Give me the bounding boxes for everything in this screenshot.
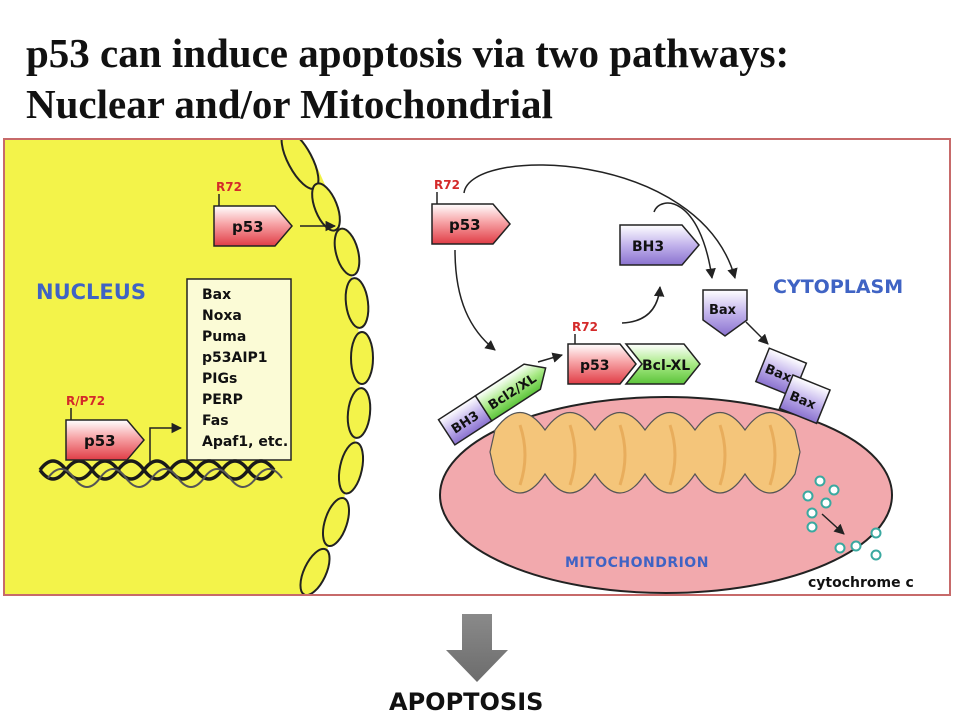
p53-to-bcl2-arrow: [454, 249, 496, 351]
nucleus-label: NUCLEUS: [36, 280, 146, 304]
nucleus: [4, 139, 360, 595]
bh3-label: BH3: [632, 239, 664, 255]
nuclear-envelope: [280, 139, 374, 595]
bax-to-dimer-arrow: [745, 321, 769, 345]
cytoplasmic-p53: R72 p53: [431, 178, 511, 245]
cyto-p53-label: p53: [449, 216, 481, 234]
mito-p53-variant: R72: [572, 320, 598, 334]
complex-to-p53-arrow: [537, 352, 564, 363]
apoptosis-arrow: [446, 614, 508, 682]
title-line-2: Nuclear and/or Mitochondrial: [26, 81, 553, 127]
bax-monomer: Bax: [702, 289, 748, 337]
slide-title: p53 can induce apoptosis via two pathway…: [26, 28, 946, 130]
mitochondrion-label: MITOCHONDRION: [565, 555, 709, 571]
nuclear-p53: R72 p53: [213, 180, 293, 247]
gene-p53aip1: p53AIP1: [202, 350, 268, 366]
cytochrome-c-molecules: [802, 475, 882, 561]
dna-p53-variant: R/P72: [66, 394, 105, 408]
target-genes-box: [186, 278, 292, 461]
gene-perp: PERP: [202, 392, 243, 408]
dna-p53-label: p53: [84, 432, 116, 450]
bax-box: [702, 289, 748, 337]
dna-bound-p53: R/P72 p53: [65, 394, 145, 461]
cyto-p53-box: [431, 203, 511, 245]
apoptosis-label: APOPTOSIS: [389, 688, 543, 716]
nuclear-p53-box: [213, 205, 293, 247]
title-line-1: p53 can induce apoptosis via two pathway…: [26, 30, 790, 76]
bcl-xl-box: [624, 343, 701, 385]
p53-to-bax-arrow: [463, 164, 738, 280]
p53-release-bh3-arrow: [621, 285, 665, 324]
transcription-arrow: [149, 422, 183, 462]
gene-pigs: PIGs: [202, 371, 237, 387]
bax-label: Bax: [709, 303, 737, 318]
nuclear-p53-label: p53: [232, 218, 264, 236]
dna-p53-box: [65, 419, 145, 461]
bh3-protein: BH3: [619, 224, 700, 266]
bcl-xl-label: Bcl-XL: [642, 358, 690, 374]
cyto-p53-variant: R72: [434, 178, 460, 192]
dna-helix: [38, 459, 283, 488]
gene-apaf1: Apaf1, etc.: [202, 434, 288, 450]
nuclear-p53-variant: R72: [216, 180, 242, 194]
bax-dimer: Bax Bax: [754, 347, 832, 425]
mito-p53-complex: R72 p53 Bcl-XL: [567, 320, 701, 385]
diagram-frame: [3, 138, 951, 596]
cytoplasm-label: CYTOPLASM: [773, 276, 903, 298]
cytochrome-release-arrow: [821, 513, 845, 535]
mito-p53-label: p53: [580, 358, 610, 374]
cytochrome-c-label: cytochrome c: [808, 575, 914, 591]
bh3-box: [619, 224, 700, 266]
mito-p53-box: [567, 343, 637, 385]
gene-puma: Puma: [202, 329, 246, 345]
gene-bax: Bax: [202, 287, 231, 303]
bh3-bcl2-complex: BH3 Bcl2/XL: [437, 363, 547, 446]
gene-fas: Fas: [202, 413, 229, 429]
gene-noxa: Noxa: [202, 308, 242, 324]
bh3-to-bax-arrow: [653, 202, 716, 280]
